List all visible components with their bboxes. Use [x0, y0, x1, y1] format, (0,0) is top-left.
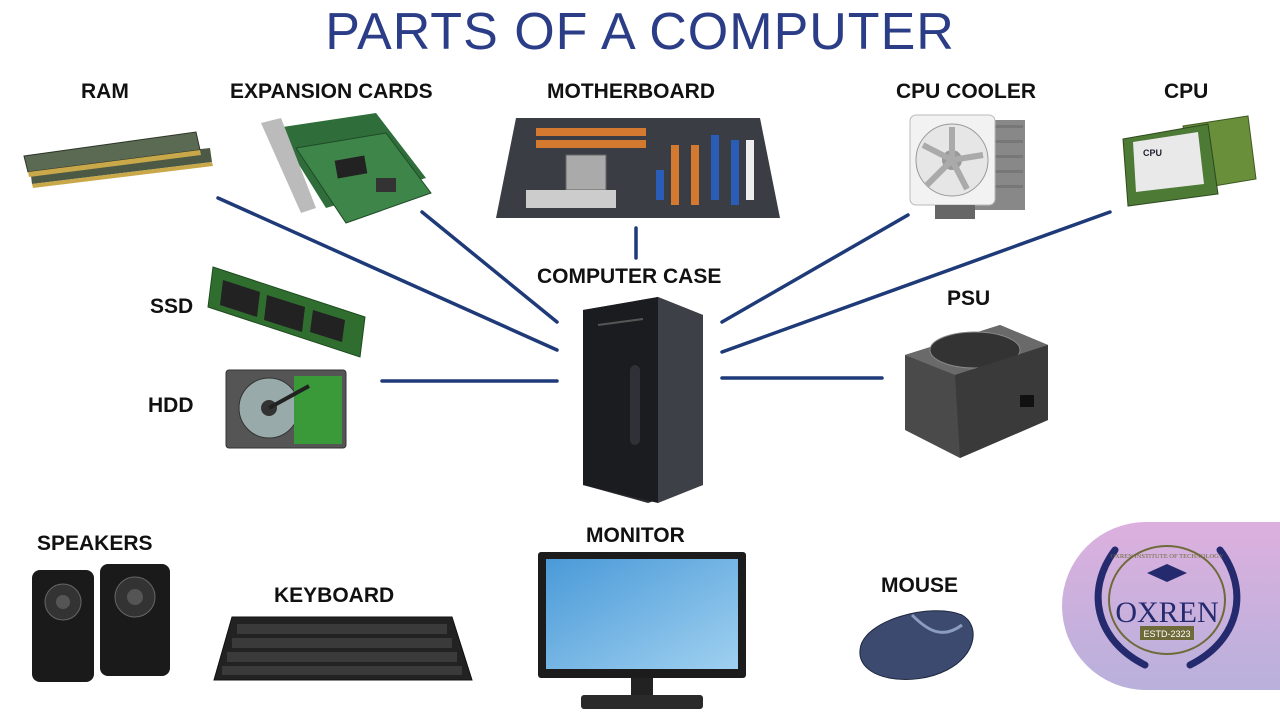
line-cooler: [720, 213, 910, 324]
label-hdd: HDD: [148, 394, 194, 417]
logo-arc-text: OXREN INSTITUTE OF TECHNOLOGY: [1110, 553, 1223, 560]
label-psu: PSU: [947, 287, 991, 310]
label-mouse: MOUSE: [881, 574, 959, 597]
label-ssd: SSD: [150, 295, 194, 318]
ram-image: [23, 131, 213, 188]
label-monitor: MONITOR: [586, 524, 685, 547]
oxren-logo: OXREN ESTD-2323 OXREN INSTITUTE OF TECHN…: [1094, 545, 1241, 669]
line-expansion: [420, 210, 559, 324]
label-keyboard: KEYBOARD: [274, 584, 395, 607]
label-speakers: SPEAKERS: [37, 532, 153, 555]
label-cpu-cooler: CPU COOLER: [896, 80, 1037, 103]
cpu-image: CPU: [1122, 115, 1257, 207]
page-title: PARTS OF A COMPUTER: [325, 3, 955, 61]
label-motherboard: MOTHERBOARD: [547, 80, 715, 103]
mouse-image: [859, 610, 974, 680]
speakers-image: [32, 564, 170, 682]
keyboard-image: [213, 616, 473, 681]
label-ram: RAM: [81, 80, 129, 103]
ssd-image: [207, 266, 366, 358]
line-cpu: [720, 210, 1112, 354]
line-ram: [216, 196, 559, 352]
logo-name: OXREN: [1115, 596, 1218, 629]
cpu-chip-text: CPU: [1143, 148, 1162, 158]
expansion-cards-image: [261, 113, 432, 224]
monitor-image: [538, 552, 746, 709]
cpu-cooler-image: [909, 114, 1025, 219]
label-cpu: CPU: [1164, 80, 1209, 103]
label-computer-case: COMPUTER CASE: [537, 265, 722, 288]
logo-badge: ESTD-2323: [1143, 629, 1190, 639]
motherboard-image: [496, 118, 780, 218]
hdd-image: [225, 369, 347, 449]
computer-case-image: [583, 297, 703, 503]
psu-image: [905, 325, 1048, 458]
label-expansion-cards: EXPANSION CARDS: [230, 80, 433, 103]
